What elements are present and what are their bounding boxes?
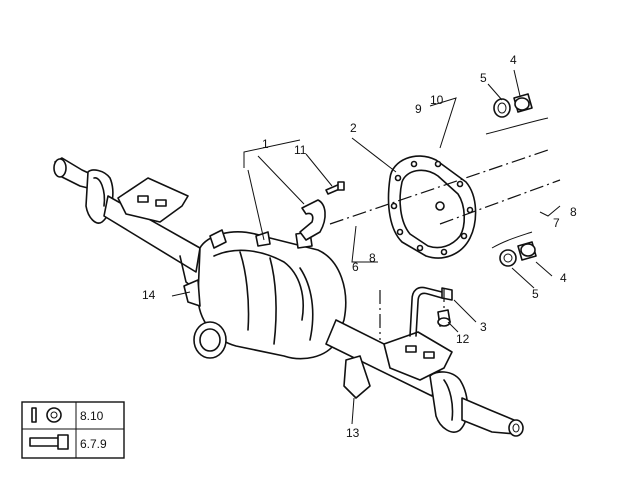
axle-housing-right <box>325 319 524 437</box>
callout-13: 13 <box>346 426 360 440</box>
callout-6: 6 <box>352 260 359 274</box>
leader-lines <box>171 69 561 425</box>
legend-row2-text: 6.7.9 <box>80 437 107 451</box>
callout-9: 9 <box>415 102 422 116</box>
callout-5-lower: 5 <box>532 287 539 301</box>
axle-housing-left <box>53 157 201 291</box>
washer-icon <box>31 407 62 423</box>
callout-labels: 1 2 3 4 4 5 5 6 8 7 8 9 10 11 12 13 14 <box>142 53 577 440</box>
callout-11: 11 <box>294 143 307 157</box>
legend-row1-text: 8.10 <box>80 409 104 423</box>
callout-8-right: 8 <box>570 205 577 219</box>
cover-plate <box>387 155 477 259</box>
u-bolt-clip <box>299 199 326 241</box>
center-lines <box>329 149 561 340</box>
lower-washer <box>499 249 517 267</box>
differential-housing <box>183 229 347 360</box>
callout-5-upper: 5 <box>480 71 487 85</box>
callout-10: 10 <box>430 93 444 107</box>
callout-7: 7 <box>553 216 560 230</box>
callout-4-lower: 4 <box>560 271 567 285</box>
callout-1: 1 <box>262 137 269 151</box>
upper-plug <box>513 93 533 113</box>
legend-table: 8.10 6.7.9 <box>21 401 125 459</box>
lower-plug <box>517 241 537 261</box>
bolt-icon <box>29 434 69 450</box>
callout-2: 2 <box>350 121 357 135</box>
bolt-11 <box>325 181 345 195</box>
callout-8-left: 8 <box>369 251 376 265</box>
drain-plug <box>437 309 451 327</box>
callout-14: 14 <box>142 288 156 302</box>
callout-12: 12 <box>456 332 470 346</box>
callout-4-upper: 4 <box>510 53 517 67</box>
upper-washer <box>493 98 511 118</box>
callout-3: 3 <box>480 320 487 334</box>
